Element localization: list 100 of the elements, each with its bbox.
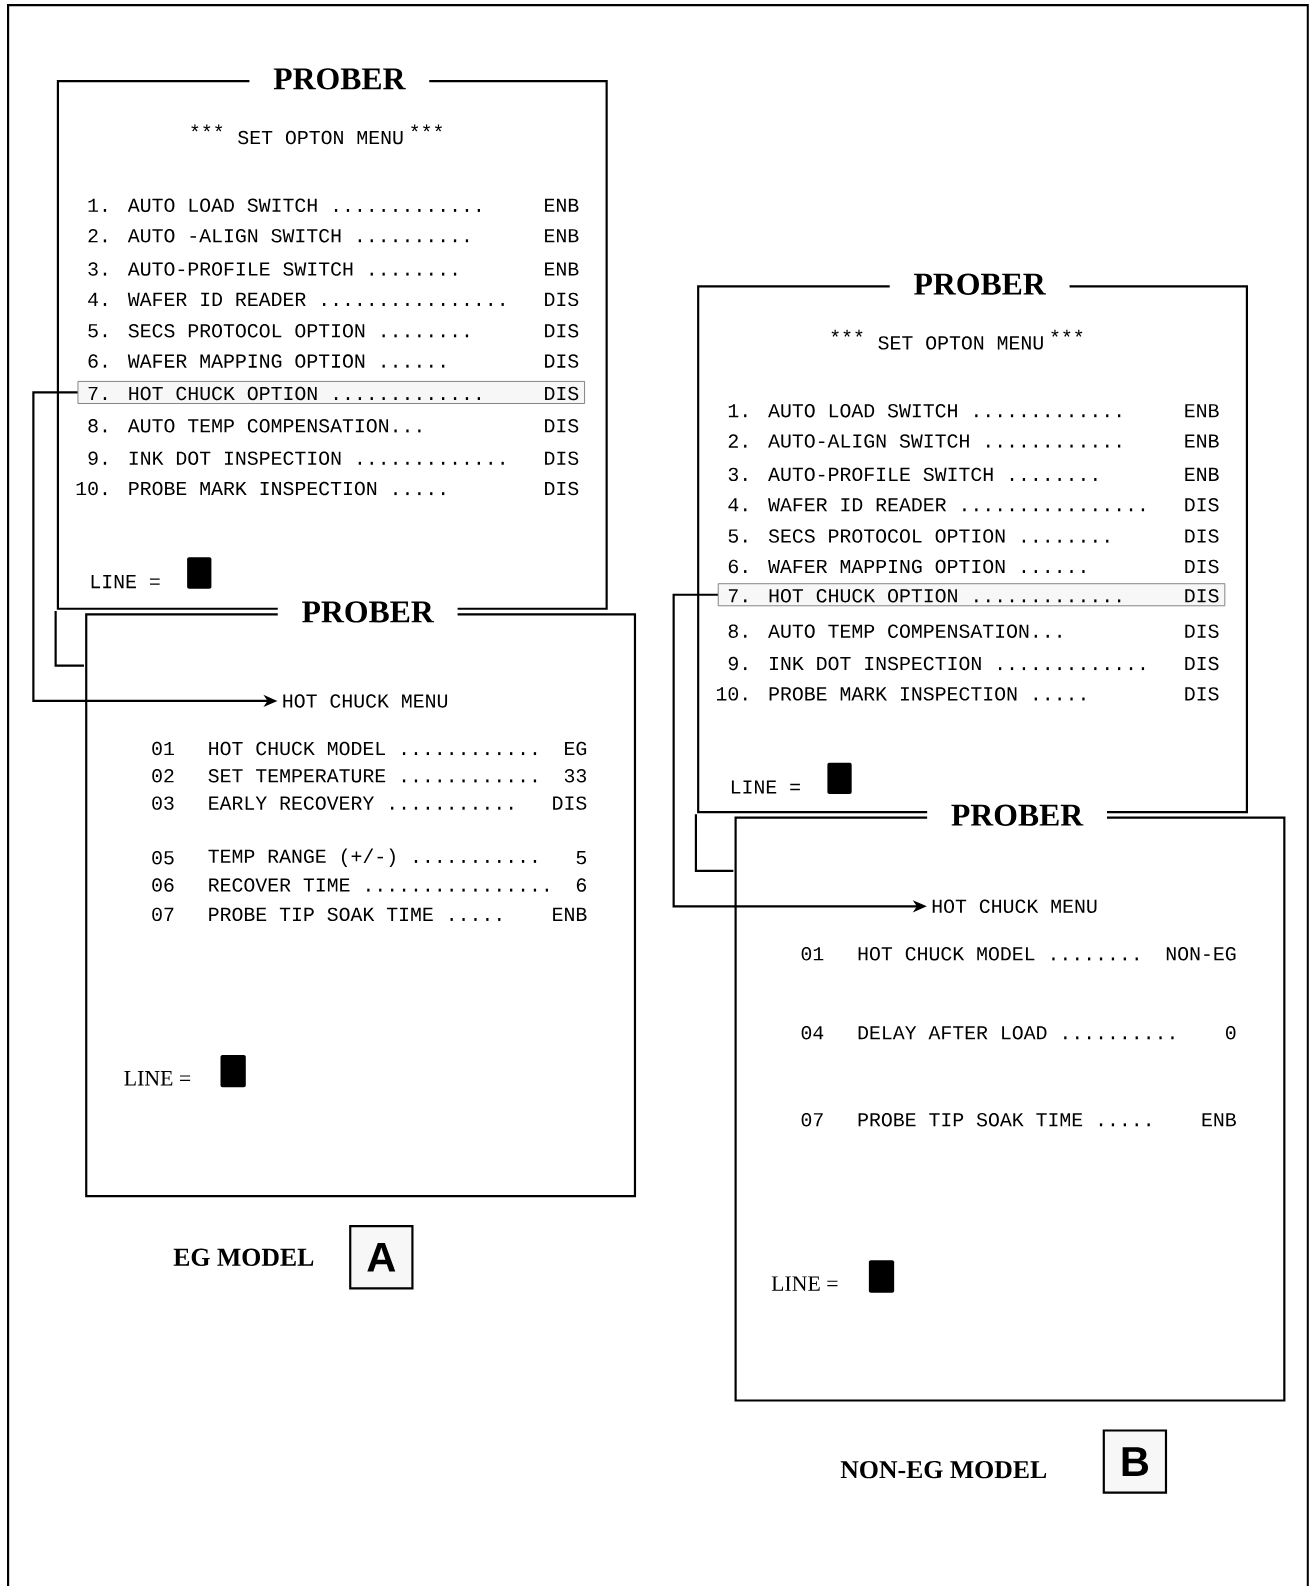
setting-value: DIS [545,386,579,401]
menu-item: WAFER ID READER ................ [768,498,1145,512]
menu-item: INK DOT INSPECTION ............. [129,451,504,465]
setting-value: 33 [564,769,587,783]
menu-title: HOT CHUCK MENU [283,694,448,708]
setting-value: DIS [545,451,579,465]
item-number: 01 [152,741,174,756]
item-number: 05 [152,851,174,865]
panel-heading: PROBER [277,599,458,625]
item-number: 1. [728,404,747,418]
menu-item: HOT CHUCK OPTION ............. [129,386,481,401]
menu-item: AUTO-PROFILE SWITCH ........ [768,467,1097,482]
menu-item: PROBE TIP SOAK TIME ..... [209,907,501,922]
setting-value: DIS [1185,589,1219,603]
model-caption: EG MODEL [173,1248,314,1266]
item-number: 7. [88,386,107,400]
setting-value: EG [565,741,587,756]
setting-value: DIS [545,324,579,338]
asterisks: *** [1051,329,1083,337]
menu-item: HOT CHUCK OPTION ............. [769,589,1121,603]
menu-item: INK DOT INSPECTION ............. [770,656,1145,671]
menu-title: HOT CHUCK MENU [932,899,1097,913]
item-number: 01 [801,947,824,961]
menu-item: AUTO TEMP COMPENSATION... [768,624,1061,638]
setting-value: DIS [1185,656,1219,671]
setting-value: 5 [576,851,587,865]
menu-item: EARLY RECOVERY ........... [209,796,513,810]
item-number: 4. [728,498,747,512]
letter-box: A [349,1225,414,1290]
highlighted-row [717,583,1226,607]
menu-item: SECS PROTOCOL OPTION ........ [768,529,1109,543]
setting-value: DIS [1185,529,1219,543]
item-number: 3. [88,262,107,276]
item-number: 07 [801,1112,823,1127]
setting-value: ENB [1185,434,1219,448]
item-number: 9. [728,656,747,671]
setting-value: DIS [1185,559,1219,574]
menu-item: AUTO-PROFILE SWITCH ........ [127,262,457,276]
menu-title: SET OPTON MENU [878,336,1043,350]
setting-value: ENB [1185,467,1219,481]
setting-value: NON-EG [1166,947,1236,961]
letter-box: B [1102,1429,1168,1494]
setting-value: ENB [1202,1113,1236,1127]
menu-item: TEMP RANGE (+/-) ........... [208,848,537,867]
item-number: 8. [728,624,747,638]
item-number: 04 [801,1026,824,1040]
setting-value: DIS [545,419,579,433]
item-number: 5. [728,529,747,543]
setting-value: DIS [1185,687,1219,701]
panel-heading: PROBER [249,66,430,92]
item-number: 9. [88,451,107,465]
item-number: 03 [152,796,174,810]
prompt-label: LINE = [771,1276,838,1291]
item-number: 06 [152,878,174,892]
highlighted-row [77,381,586,404]
setting-value: 0 [1226,1026,1236,1040]
setting-value: ENB [553,907,587,921]
menu-item: HOT CHUCK MODEL ............ [209,741,537,756]
prompt-label: LINE = [124,1071,191,1086]
menu-item: HOT CHUCK MODEL ........ [858,947,1138,961]
item-number: 1. [88,198,107,212]
item-number: 8. [88,419,107,433]
item-number: 10. [76,481,107,496]
panel-heading: PROBER [927,802,1108,828]
menu-item: DELAY AFTER LOAD .......... [858,1026,1174,1040]
model-caption: NON-EG MODEL [840,1461,1047,1479]
setting-value: ENB [545,229,579,243]
setting-value: ENB [1185,404,1219,418]
item-number: 3. [728,467,747,482]
item-number: 02 [152,769,174,783]
setting-value: DIS [545,292,579,307]
asterisks: *** [831,329,863,337]
item-number: 2. [88,229,107,243]
menu-item: AUTO -ALIGN SWITCH .......... [127,228,469,243]
menu-item: AUTO TEMP COMPENSATION... [127,419,421,433]
menu-item: SECS PROTOCOL OPTION ........ [128,324,469,338]
item-number: 10. [716,687,747,701]
item-number: 7. [728,589,747,603]
prompt-label: LINE = [732,780,800,794]
menu-item: PROBE TIP SOAK TIME ..... [858,1112,1150,1127]
menu-item: PROBE MARK INSPECTION ..... [129,481,445,496]
item-number: 6. [88,354,107,368]
setting-value: DIS [553,796,587,810]
item-number: 2. [728,434,747,448]
item-number: 4. [88,292,107,306]
menu-item: AUTO LOAD SWITCH ............. [768,403,1121,418]
asterisks: *** [411,124,443,132]
item-number: 07 [152,907,174,922]
item-number: 5. [88,324,107,338]
item-number: 6. [728,559,747,574]
menu-item: WAFER MAPPING OPTION ...... [768,559,1085,574]
setting-value: DIS [1185,498,1219,512]
menu-item: PROBE MARK INSPECTION ..... [769,687,1085,701]
panel-heading: PROBER [889,271,1070,297]
menu-item: AUTO-ALIGN SWITCH ............ [768,434,1121,448]
menu-title: SET OPTON MENU [238,130,403,145]
setting-value: ENB [545,262,579,276]
prompt-label: LINE = [91,575,160,589]
menu-item: RECOVER TIME ................ [209,878,549,892]
setting-value: 6 [576,878,587,892]
